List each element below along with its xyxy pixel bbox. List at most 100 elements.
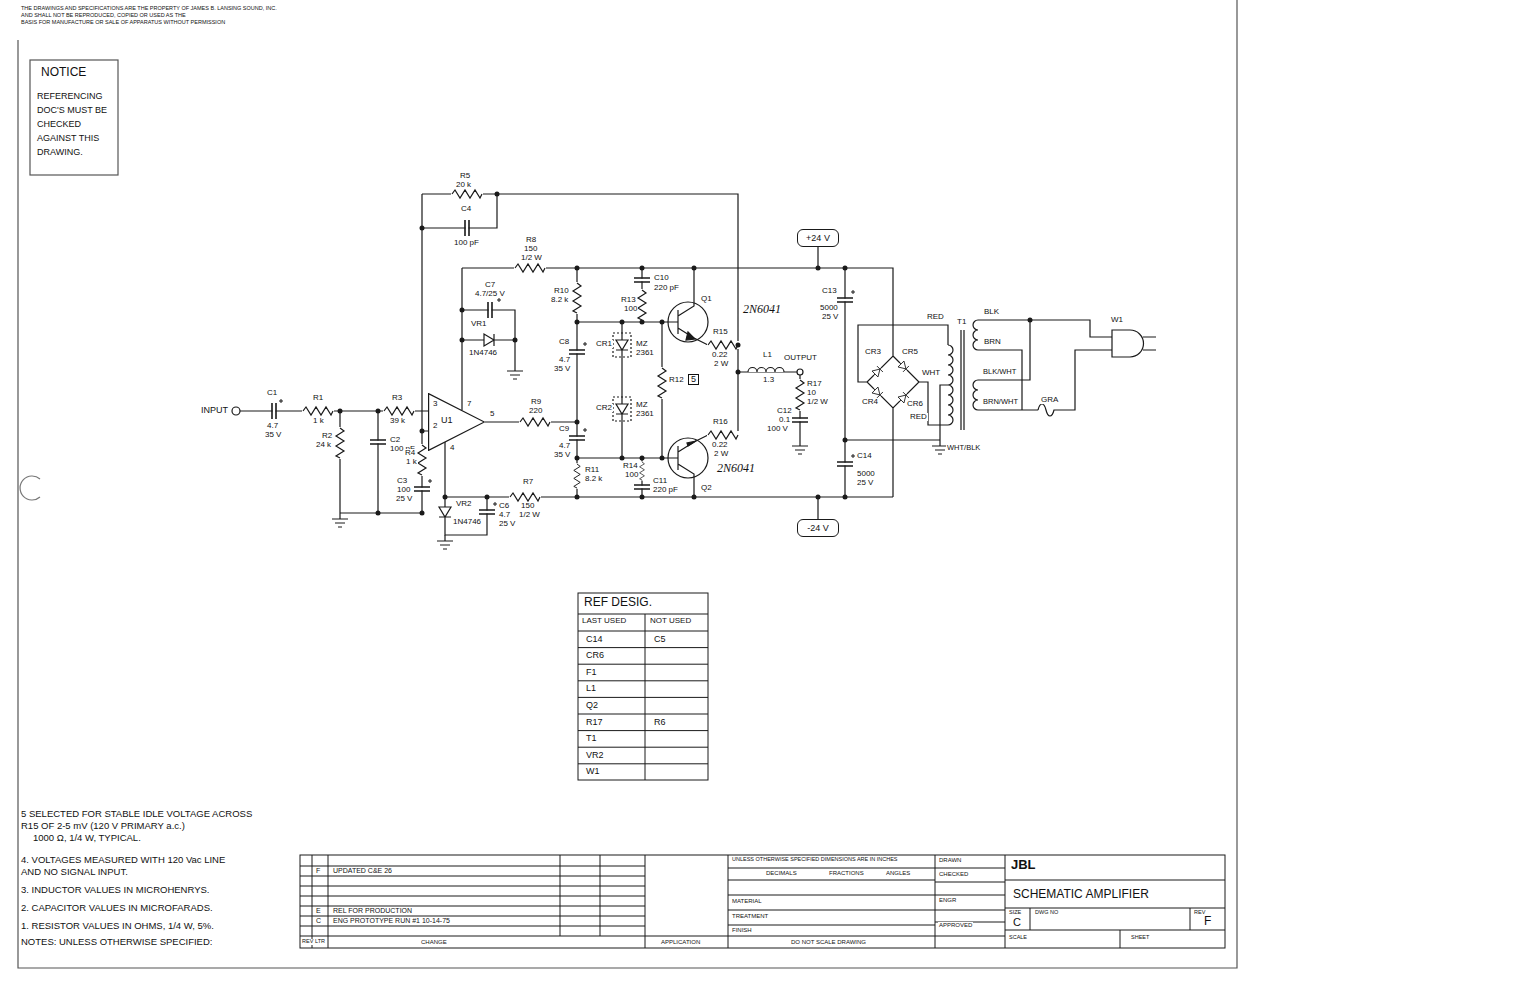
component-label: 100 V [766, 425, 789, 433]
ground-symbol [437, 535, 453, 549]
notice-text: REFERENCING [36, 92, 104, 101]
table-cell: C14 [585, 635, 604, 644]
component-label: C10 [653, 274, 670, 282]
capacitor-symbol [634, 485, 650, 489]
note-text: R15 OF 2-5 mV (120 V PRIMARY a.c.) [20, 821, 186, 831]
notice-text: AND SHALL NOT BE REPRODUCED, COPIED OR U… [20, 13, 187, 19]
transformer-core [961, 330, 964, 430]
table-cell: R6 [653, 718, 667, 727]
notice-text: BASIS FOR MANUFACTURE OR SALE OF APPARAT… [20, 20, 226, 26]
component-label: 1N4746 [452, 518, 482, 526]
junction-dots [338, 192, 1033, 516]
table-cell: R17 [585, 718, 604, 727]
component-label: CR3 [864, 348, 882, 356]
component-label: 220 pF [652, 486, 679, 494]
component-label: C4 [460, 205, 472, 213]
note-text: 3. INDUCTOR VALUES IN MICROHENRYS. [20, 885, 210, 895]
component-label: 0.22 [711, 441, 729, 449]
component-label: Q2 [700, 484, 713, 492]
component-label: 24 k [315, 441, 332, 449]
component-label: 1N4746 [468, 349, 498, 357]
title-block-text: DWG NO [1034, 910, 1059, 916]
ref-desig-table [578, 593, 708, 780]
component-label: 25 V [821, 313, 839, 321]
note-text: 5 SELECTED FOR STABLE IDLE VOLTAGE ACROS… [20, 809, 253, 819]
component-label: R12 [668, 376, 685, 384]
table-cell: T1 [585, 734, 598, 743]
component-label: MZ [635, 401, 649, 409]
component-label: L1 [762, 351, 773, 359]
note-text: NOTES: UNLESS OTHERWISE SPECIFIED: [20, 937, 213, 947]
component-label: 35 V [264, 431, 282, 439]
resistor-symbol [640, 461, 645, 480]
component-label: R4 [404, 449, 416, 457]
component-label: 8.2 k [550, 296, 569, 304]
resistor-symbol [707, 341, 739, 349]
title-block-text: APPROVED [938, 922, 973, 928]
table-cell: REF DESIG. [583, 596, 653, 608]
component-label: WHT [921, 369, 941, 377]
title-block-text: C [315, 917, 322, 924]
supply-rail-box: +24 V [797, 229, 839, 247]
fuse-symbol [1038, 404, 1058, 416]
component-label: 1/2 W [520, 254, 543, 262]
title-block-text: JBL [1010, 858, 1037, 871]
diode-symbol [871, 386, 884, 399]
resistor-symbol [574, 463, 580, 489]
resistor-symbol [519, 418, 551, 426]
component-label: CR1 [595, 340, 613, 348]
component-label: 4.7 [558, 356, 571, 364]
component-label: BRN [983, 338, 1002, 346]
component-label: C12 [776, 407, 793, 415]
component-label: 8.2 k [584, 475, 603, 483]
emitter-arrow [687, 441, 696, 446]
title-block-text: FRACTIONS [828, 870, 865, 876]
component-label: 100 [624, 471, 639, 479]
line-plug [1112, 330, 1156, 357]
title-block-text: DRAWN [938, 857, 962, 863]
component-label: 3 [432, 400, 438, 408]
diode-housing [613, 397, 631, 421]
component-label: 20 k [455, 181, 472, 189]
component-label: 150 [520, 502, 535, 510]
title-block-text: ENG PROTOTYPE RUN #1 10-14-75 [332, 917, 451, 924]
title-block-text: SIZE [1008, 910, 1022, 916]
component-label: 1/2 W [518, 511, 541, 519]
ground-symbol [332, 513, 348, 527]
capacitor-symbol [569, 436, 585, 440]
table-cell: W1 [585, 767, 601, 776]
component-label: R3 [391, 394, 403, 402]
resistor-symbol [509, 493, 541, 501]
notice-text: NOTICE [40, 66, 87, 78]
component-label: 0.22 [711, 351, 729, 359]
diode-symbol [871, 365, 884, 378]
ground-symbol [792, 440, 808, 454]
component-label: C2 [389, 436, 401, 444]
table-cell: Q2 [585, 701, 599, 710]
diode-symbol [897, 360, 910, 373]
component-label: C6 [498, 502, 510, 510]
component-label: 2 W [713, 360, 729, 368]
title-block-text: F [315, 867, 321, 874]
component-label: VR2 [455, 500, 473, 508]
supply-rail-box: -24 V [797, 519, 839, 537]
component-label: 2N6041 [742, 303, 782, 315]
title-block-text: UPDATED C&E 26 [332, 867, 393, 874]
component-label: 5 [688, 374, 699, 385]
title-block-text: ANGLES [885, 870, 911, 876]
resistor-symbol [302, 407, 334, 415]
zener-symbol [482, 334, 496, 346]
component-label: 5000 [856, 470, 876, 478]
component-label: T1 [956, 318, 967, 326]
component-label: C8 [558, 338, 570, 346]
node-text: U1 [441, 416, 453, 425]
component-label: R10 [553, 287, 570, 295]
notice-text: DOC'S MUST BE [36, 106, 108, 115]
transformer-primary [973, 320, 978, 410]
component-label: C3 [396, 477, 408, 485]
component-label: INPUT [200, 406, 229, 415]
component-label: MZ [635, 340, 649, 348]
component-label: 35 V [553, 365, 571, 373]
transformer-secondary [948, 345, 953, 425]
component-label: R9 [530, 398, 542, 406]
